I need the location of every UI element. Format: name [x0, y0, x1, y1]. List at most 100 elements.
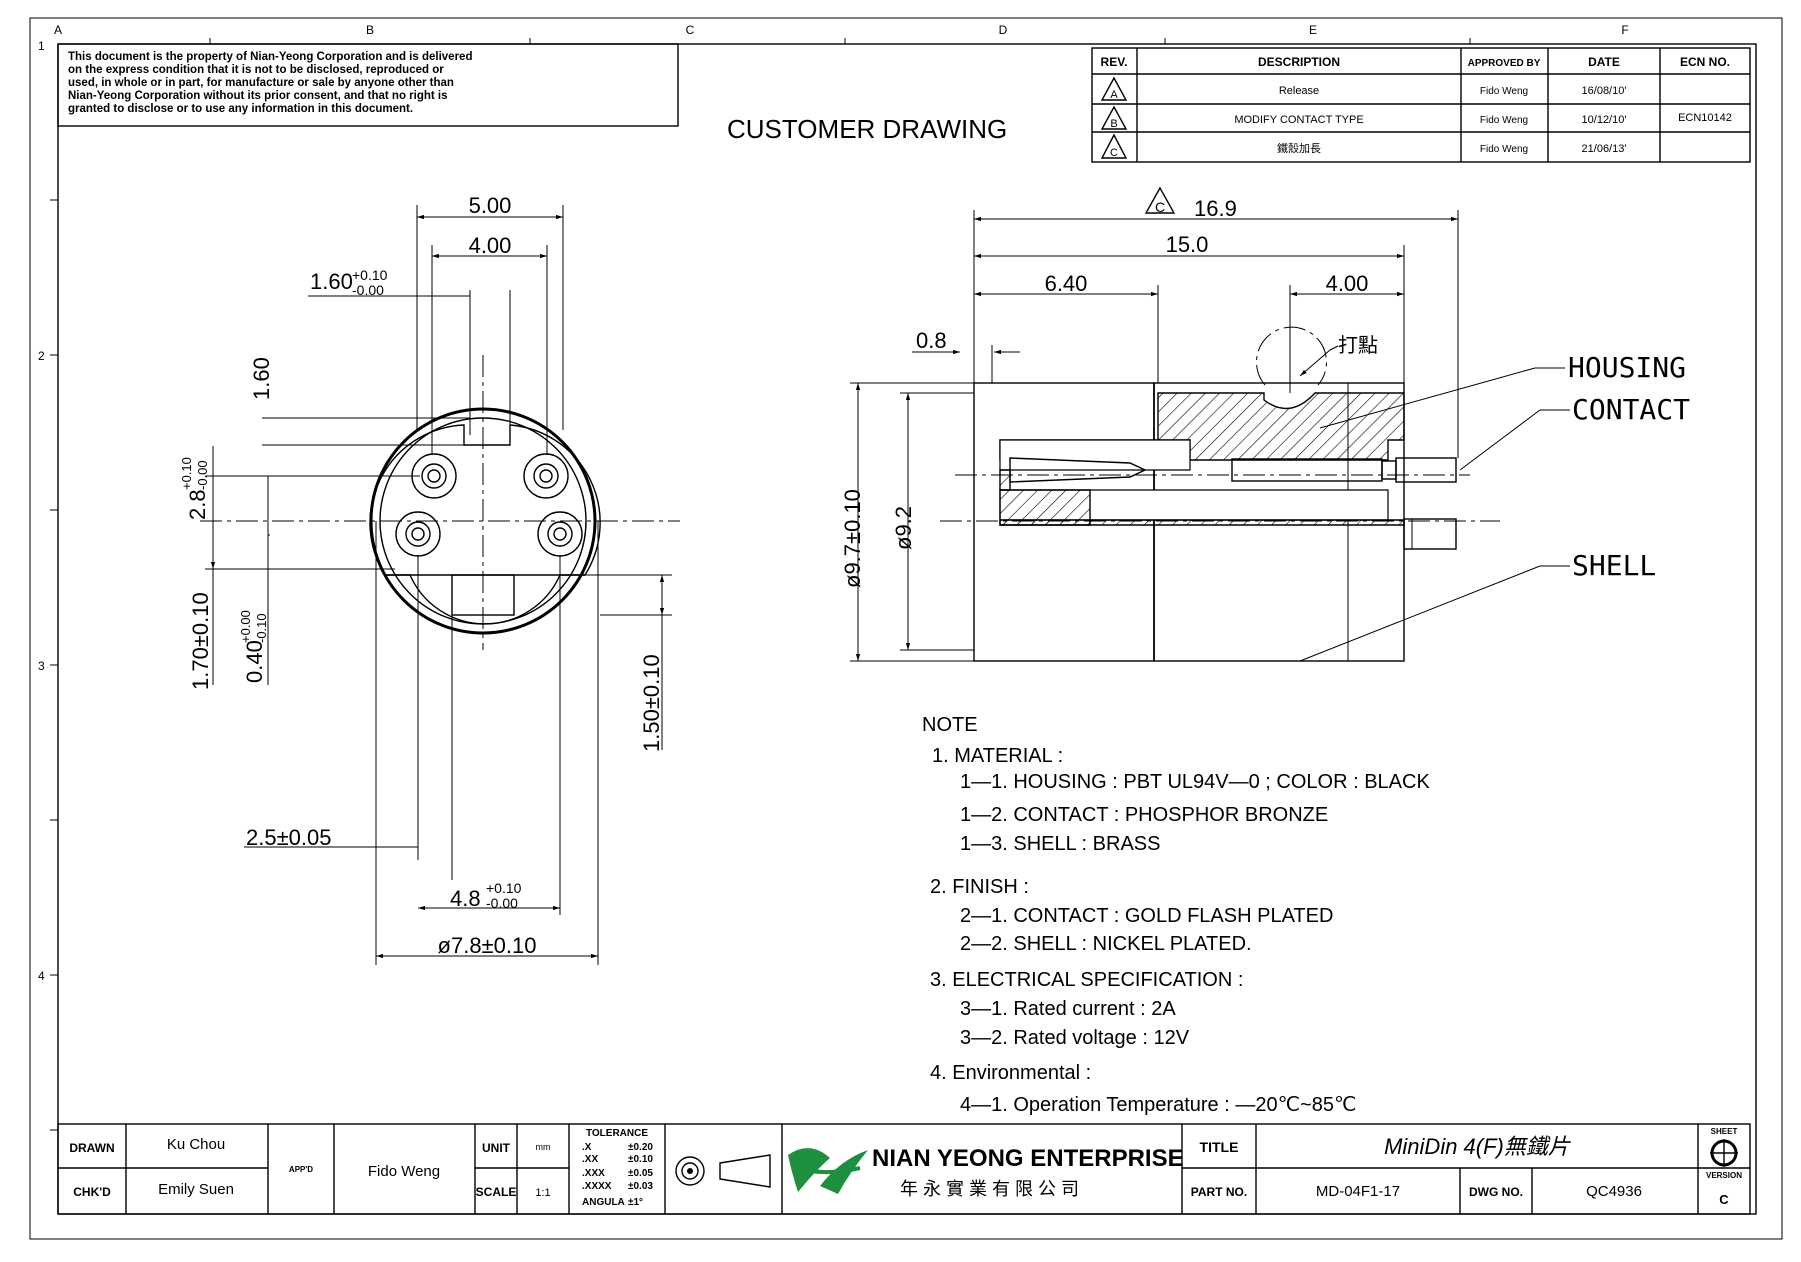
- pin-top-right: [523, 453, 569, 499]
- grid-col-d: D: [999, 23, 1008, 37]
- note-line: 1—3. SHELL : BRASS: [960, 833, 1160, 855]
- dim-7-8: ø7.8±0.10: [438, 933, 537, 958]
- version-label: VERSION: [1706, 1171, 1742, 1180]
- rev-b-description: MODIFY CONTACT TYPE: [1234, 114, 1363, 126]
- note-line: 3—1. Rated current : 2A: [960, 998, 1176, 1020]
- tolerance-key: .XXXX: [582, 1181, 612, 1192]
- chkd-value: Emily Suen: [158, 1181, 234, 1198]
- company-logo-icon: [788, 1148, 868, 1194]
- rev-a-mark: A: [1110, 89, 1118, 101]
- note-line: 3. ELECTRICAL SPECIFICATION :: [930, 969, 1243, 991]
- tolerance-value: ±1°: [628, 1197, 643, 1208]
- rev-c-delta-letter: C: [1155, 199, 1165, 215]
- dim-4-00-side: 4.00: [1326, 271, 1369, 296]
- disclaimer-line: used, in whole or in part, for manufactu…: [68, 77, 454, 89]
- mark-note: 打點: [1338, 334, 1378, 357]
- drawn-label: DRAWN: [69, 1141, 114, 1155]
- dim-0-40-tol-minus: -0.10: [254, 613, 269, 643]
- insulator-lower-arc: [385, 574, 585, 625]
- dim-4-8-tol-minus: -0.00: [486, 895, 518, 911]
- rev-header-rev: REV.: [1101, 55, 1128, 69]
- disclaimer-line: granted to disclose or to use any inform…: [68, 103, 413, 115]
- disclaimer-line: on the express condition that it is not …: [68, 64, 444, 76]
- grid-col-a: A: [54, 23, 62, 37]
- rev-header-date: DATE: [1588, 55, 1620, 69]
- dwg-label: DWG NO.: [1469, 1185, 1523, 1199]
- sheet-label: SHEET: [1711, 1127, 1738, 1136]
- revision-table: REV. DESCRIPTION APPROVED BY DATE ECN NO…: [1091, 47, 1751, 163]
- callout-contact: CONTACT: [1572, 393, 1690, 426]
- grid-col-f: F: [1621, 23, 1628, 37]
- tolerance-value: ±0.03: [628, 1181, 653, 1192]
- note-line: 4. Environmental :: [930, 1062, 1091, 1084]
- dim-15-0: 15.0: [1166, 232, 1209, 257]
- rev-c-approved: Fido Weng: [1480, 144, 1528, 155]
- rev-b-mark: B: [1110, 118, 1117, 130]
- inner-border: [57, 43, 1757, 1215]
- dim-2-5: 2.5±0.05: [246, 825, 331, 850]
- part-label: PART NO.: [1191, 1185, 1247, 1199]
- appd-label: APP'D: [289, 1165, 313, 1174]
- side-view: C 16.9 15.0 6.40 4.00 0.8 打點 ø9.7±0.10 ø…: [840, 186, 1690, 662]
- outer-border: [29, 17, 1783, 1240]
- rev-b-approved: Fido Weng: [1480, 115, 1528, 126]
- rev-a-date: 16/08/10': [1582, 85, 1627, 97]
- disclaimer-text: This document is the property of Nian-Ye…: [68, 51, 472, 115]
- company-name: NIAN YEONG ENTERPRISE: [872, 1145, 1184, 1172]
- tolerance-value: ±0.10: [628, 1154, 653, 1165]
- drawing-title: CUSTOMER DRAWING: [727, 114, 1007, 144]
- unit-value: mm: [536, 1142, 551, 1152]
- grid-col-c: C: [686, 23, 695, 37]
- disclaimer-line: Nian-Yeong Corporation without its prior…: [68, 90, 448, 102]
- dim-0-40-tol-plus: +0.00: [238, 610, 253, 643]
- appd-value: Fido Weng: [368, 1163, 440, 1180]
- tolerance-key: .XXX: [582, 1168, 605, 1179]
- grid-row-2: 2: [38, 349, 45, 363]
- dim-4-8-tol-plus: +0.10: [486, 880, 522, 896]
- grid-row-labels: 1 2 3 4: [38, 39, 45, 983]
- callout-housing: HOUSING: [1568, 351, 1686, 384]
- title-label: TITLE: [1200, 1139, 1239, 1155]
- dim-1-60-tol: 1.60: [310, 269, 353, 294]
- disclaimer-line: This document is the property of Nian-Ye…: [68, 51, 472, 63]
- part-value: MD-04F1-17: [1316, 1183, 1400, 1200]
- dim-1-70: 1.70±0.10: [188, 592, 213, 690]
- shell-outer-circle: [369, 407, 597, 635]
- grid-row-1: 1: [38, 39, 45, 53]
- dim-2-8: 2.8: [185, 489, 210, 520]
- grid-row-3: 3: [38, 659, 45, 673]
- contact-tail-top: [1395, 457, 1457, 483]
- dim-1-60-vertical: 1.60: [249, 357, 274, 400]
- rev-c-delta-mark: [1144, 186, 1176, 214]
- version-value: C: [1719, 1192, 1729, 1207]
- contact-barrel: [1231, 458, 1383, 482]
- callout-shell: SHELL: [1572, 549, 1656, 582]
- dim-5-00: 5.00: [469, 193, 512, 218]
- grid-column-ticks: [209, 38, 1471, 44]
- dim-0-8: 0.8: [916, 328, 947, 353]
- dim-4-8: 4.8: [450, 886, 481, 911]
- pin-bottom-right: [537, 511, 583, 557]
- tolerance-table: TOLERANCE .X ±0.20 .XX ±0.10 .XXX ±0.05 …: [582, 1128, 653, 1208]
- scale-value: 1:1: [535, 1187, 550, 1199]
- note-line: 2—2. SHELL : NICKEL PLATED.: [960, 933, 1252, 955]
- disclaimer-box: [57, 43, 679, 127]
- dim-16-9: 16.9: [1194, 196, 1237, 221]
- rev-a-description: Release: [1279, 85, 1319, 97]
- rev-header-approved: APPROVED BY: [1468, 58, 1541, 69]
- projection-symbol-icon: [675, 1154, 771, 1188]
- rev-c-date: 21/06/13': [1582, 143, 1627, 155]
- dim-dia-9-2: ø9.2: [891, 506, 916, 550]
- dim-dia-9-7: ø9.7±0.10: [840, 489, 865, 588]
- rev-c-mark: C: [1110, 147, 1118, 159]
- contact-tail-bottom: [1403, 518, 1457, 550]
- title-value: MiniDin 4(F)無鐵片: [1384, 1134, 1572, 1159]
- rev-header-ecn: ECN NO.: [1680, 55, 1730, 69]
- pin-bottom-left: [395, 511, 441, 557]
- dim-2-8-tol-minus: -0.00: [195, 460, 210, 490]
- dim-6-40: 6.40: [1045, 271, 1088, 296]
- dim-4-00: 4.00: [469, 233, 512, 258]
- sheet-crosshair-icon: [1710, 1139, 1738, 1167]
